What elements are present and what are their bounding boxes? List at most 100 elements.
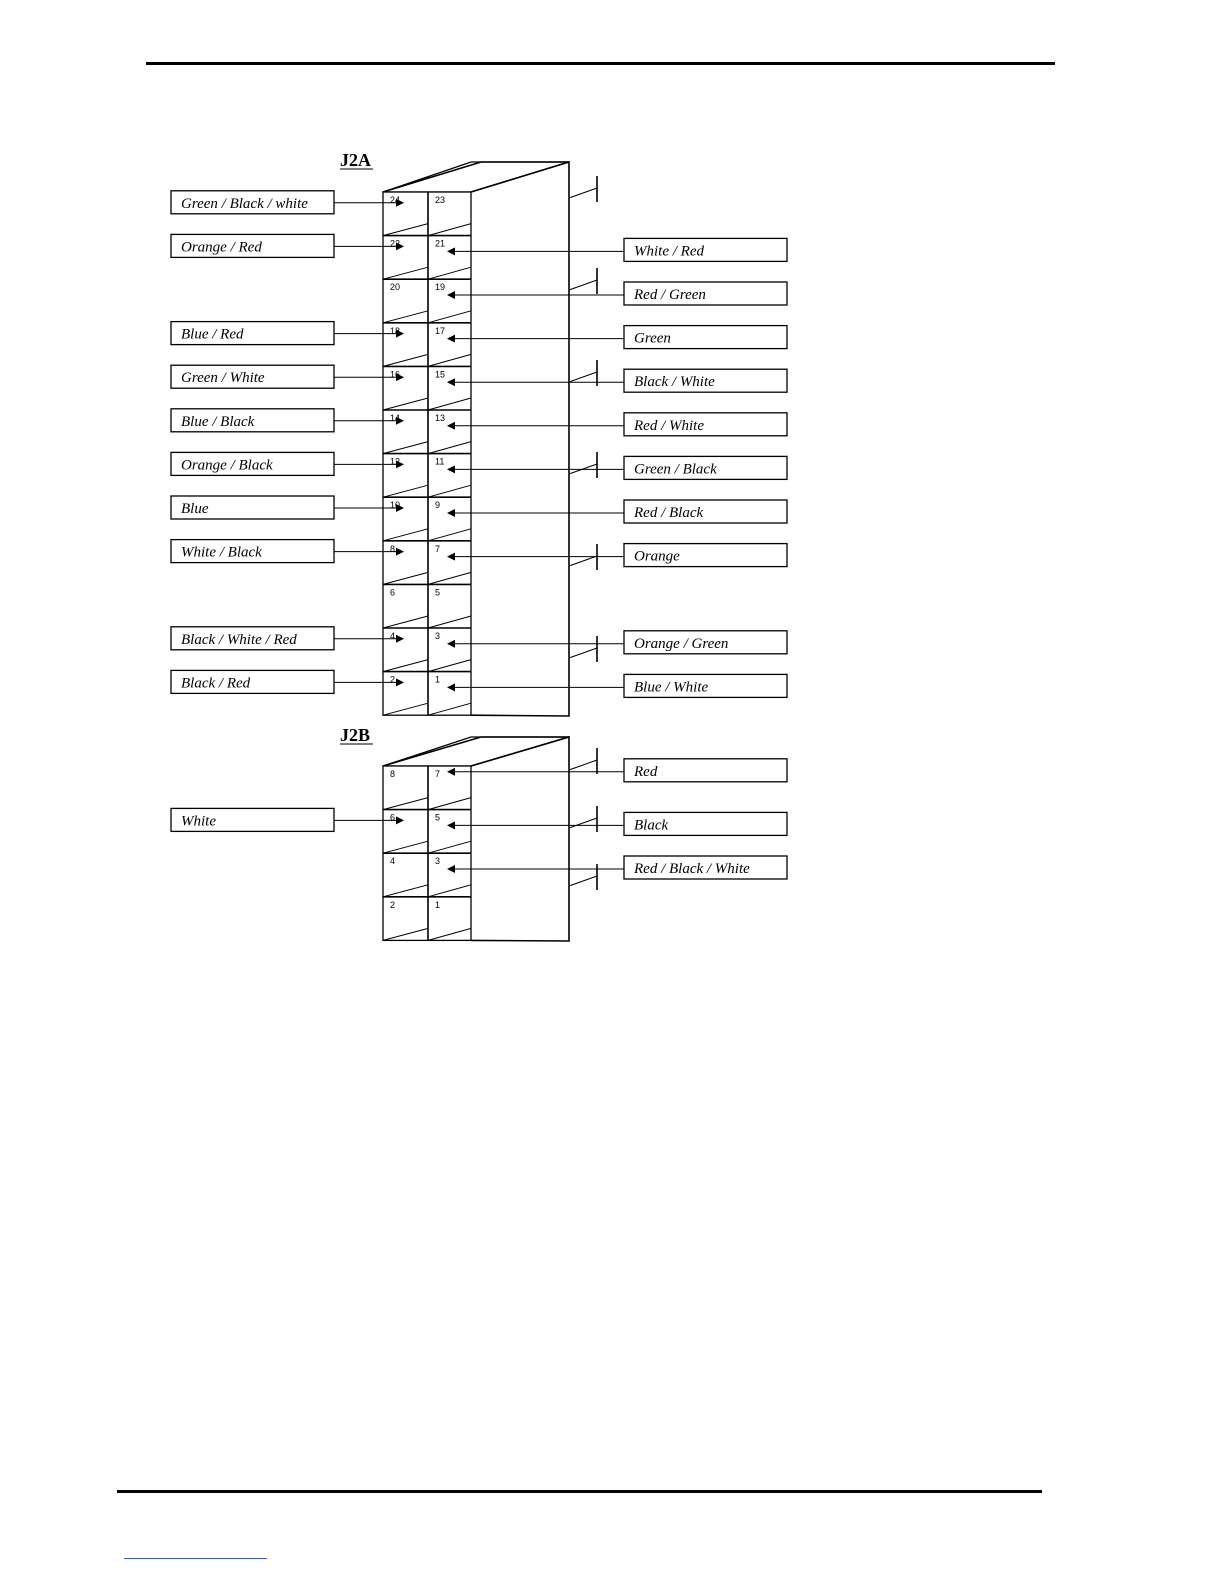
pin-cell-floor bbox=[382, 397, 429, 411]
pin-cell-floor bbox=[382, 840, 429, 854]
pin-cell-floor bbox=[382, 615, 429, 629]
wire-label: Blue / Black bbox=[181, 414, 255, 430]
pin-number: 11 bbox=[435, 457, 444, 467]
wire-label: Orange bbox=[634, 549, 680, 565]
wire-label-box bbox=[623, 455, 788, 481]
pin-cell-floor bbox=[427, 441, 472, 455]
wire-label: Red / White bbox=[633, 418, 704, 434]
pin-number: 6 bbox=[390, 813, 395, 823]
connector-top-face bbox=[382, 736, 570, 767]
pin-cell-floor bbox=[427, 266, 472, 280]
wire-label: Green / White bbox=[181, 370, 265, 386]
pin-number: 16 bbox=[390, 369, 400, 379]
pin-number: 20 bbox=[390, 282, 400, 292]
pin-cell-floor bbox=[427, 571, 472, 585]
wire-label-box bbox=[623, 281, 788, 306]
pin-cell-floor bbox=[382, 884, 429, 898]
connector-right-face bbox=[470, 160, 570, 717]
locking-tab-ramp bbox=[568, 647, 598, 659]
wire-left-pin-18: Blue / Red bbox=[170, 320, 404, 346]
wire-left-pin-10: Blue bbox=[170, 495, 404, 520]
wire-left-pin-16: Green / White bbox=[170, 364, 404, 389]
pin-number: 23 bbox=[435, 195, 445, 205]
footer-rule bbox=[117, 1490, 1042, 1493]
wire-label-box bbox=[623, 324, 788, 350]
pin-cell-floor bbox=[382, 223, 429, 237]
wire-label-box bbox=[623, 855, 788, 880]
wire-right-pin-5: Black bbox=[447, 811, 788, 837]
wire-label-box bbox=[623, 758, 788, 783]
wire-label-box bbox=[623, 673, 788, 699]
wire-right-pin-3: Red / Black / White bbox=[447, 855, 788, 880]
wire-left-pin-4: Black / White / Red bbox=[170, 626, 404, 651]
wire-label: Red bbox=[633, 764, 658, 780]
pin-cell-floor bbox=[382, 528, 429, 542]
wire-left-pin-22: Orange / Red bbox=[170, 233, 404, 259]
pin-number: 19 bbox=[435, 282, 445, 292]
wire-right-pin-19: Red / Green bbox=[447, 281, 788, 306]
wire-right-pin-11: Green / Black bbox=[447, 455, 788, 481]
wire-right-pin-17: Green bbox=[447, 324, 788, 350]
connector-title: J2B bbox=[340, 725, 370, 745]
locking-tab-ramp bbox=[568, 759, 598, 771]
wire-label-box bbox=[623, 542, 788, 568]
connector-top-face bbox=[382, 161, 570, 193]
wire-right-pin-9: Red / Black bbox=[447, 499, 788, 524]
pin-number: 7 bbox=[435, 544, 440, 554]
wire-label: Orange / Green bbox=[634, 636, 728, 652]
pin-cell-floor bbox=[382, 266, 429, 280]
wire-label-box bbox=[623, 368, 788, 393]
pin-cell-floor bbox=[382, 927, 429, 941]
wire-right-pin-15: Black / White bbox=[447, 368, 788, 393]
pin-cell-floor bbox=[427, 484, 472, 498]
pin-number: 12 bbox=[390, 457, 400, 467]
wire-left-pin-12: Orange / Black bbox=[170, 451, 404, 477]
wire-right-pin-13: Red / White bbox=[447, 412, 788, 437]
pin-cell-floor bbox=[382, 353, 429, 367]
pin-number: 8 bbox=[390, 769, 395, 779]
locking-tab-ramp bbox=[568, 463, 598, 475]
pin-cell-floor bbox=[382, 571, 429, 585]
pin-cell-floor bbox=[382, 441, 429, 455]
pin-cell-floor bbox=[427, 840, 472, 854]
pin-number: 4 bbox=[390, 631, 395, 641]
wire-left-pin-14: Blue / Black bbox=[170, 408, 404, 433]
wire-label: Green bbox=[634, 331, 671, 347]
wire-left-pin-8: White / Black bbox=[170, 538, 404, 564]
pin-cell-floor bbox=[427, 797, 472, 811]
wire-label: Black / Red bbox=[181, 675, 251, 691]
locking-tab-ramp bbox=[568, 279, 598, 291]
connector-top-edge bbox=[382, 736, 569, 767]
pin-number: 9 bbox=[435, 500, 440, 510]
pin-cell-floor bbox=[427, 223, 472, 237]
wire-left-pin-2: Black / Red bbox=[170, 669, 404, 695]
pin-number: 5 bbox=[435, 813, 440, 823]
wire-label: Orange / Black bbox=[181, 457, 273, 473]
wire-label: White bbox=[181, 813, 216, 829]
wire-label: White / Red bbox=[634, 243, 704, 259]
wire-left-pin-24: Green / Black / white bbox=[170, 190, 404, 215]
pin-number: 5 bbox=[435, 587, 440, 597]
wire-label: Red / Black / White bbox=[633, 861, 750, 877]
wire-label: Black / White bbox=[634, 374, 715, 390]
wire-label-box bbox=[623, 811, 788, 837]
pin-cell-floor bbox=[427, 528, 472, 542]
wire-right-pin-7: Red bbox=[447, 758, 788, 783]
pin-number: 17 bbox=[435, 326, 445, 336]
pin-cell-floor bbox=[382, 484, 429, 498]
wire-right-pin-7: Orange bbox=[447, 542, 788, 568]
pin-cell-floor bbox=[427, 659, 472, 673]
pin-number: 21 bbox=[435, 239, 445, 249]
wire-left-pin-6: White bbox=[170, 807, 404, 833]
wire-right-pin-21: White / Red bbox=[447, 237, 788, 263]
wire-label: Green / Black bbox=[634, 461, 717, 477]
pin-number: 15 bbox=[435, 369, 445, 379]
pin-number: 1 bbox=[435, 675, 440, 685]
pin-number: 24 bbox=[390, 195, 400, 205]
wire-label: Black / White / Red bbox=[181, 632, 297, 648]
wire-label-box bbox=[623, 630, 788, 655]
pin-number: 3 bbox=[435, 631, 440, 641]
footer-link-underline[interactable] bbox=[124, 1558, 267, 1559]
pin-cell-floor bbox=[382, 659, 429, 673]
